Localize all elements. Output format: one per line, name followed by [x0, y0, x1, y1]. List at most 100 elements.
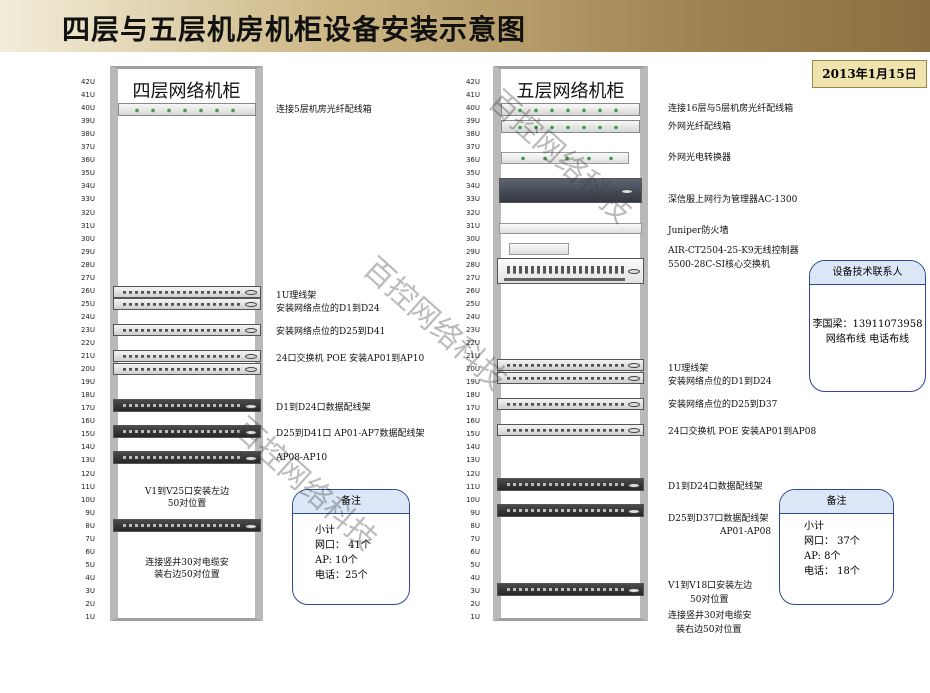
rack-4f-switch-d25-d41	[113, 324, 261, 336]
contact-name: 李国梁：13911073958	[812, 319, 923, 330]
rack-4f-patch-panel-1	[113, 399, 261, 412]
rack-4f-voice-note: V1到V25口安装左边 50对位置	[144, 487, 230, 509]
u-label: 34U	[465, 182, 480, 191]
rack-5f-note-voice1: V1到V18口安装左边	[668, 581, 753, 591]
u-label: 11U	[80, 482, 95, 491]
u-label: 42U	[465, 78, 480, 86]
u-label: 9U	[85, 508, 95, 517]
page-title: 四层与五层机房机柜设备安装示意图	[62, 13, 527, 46]
u-label: 6U	[470, 547, 480, 556]
u-label: 40U	[465, 104, 480, 113]
u-label: 14U	[465, 443, 480, 452]
u-label: 38U	[465, 130, 480, 139]
rack-5f-note-d25-d37: 安装网络点位的D25到D37	[668, 400, 778, 410]
rack-5f-ext-fiber-box	[501, 120, 640, 133]
contact-box: 设备技术联系人 李国梁：13911073958 网络布线 电话布线	[809, 260, 926, 392]
rack-5f-switch-d1-d24	[497, 372, 644, 384]
u-label: 22U	[465, 339, 480, 347]
u-label: 34U	[80, 182, 95, 191]
rack-5f-remark-line: 网口： 37个	[804, 536, 860, 547]
u-label: 23U	[80, 325, 95, 334]
rack-5f-behavior-manager	[499, 178, 642, 203]
u-label: 14U	[80, 443, 95, 452]
rack-4f-note-d1-d24: 安装网络点位的D1到D24	[276, 304, 380, 314]
u-label: 1U	[85, 613, 95, 622]
u-label: 27U	[80, 273, 95, 282]
rack-5f-title: 五层网络机柜	[516, 81, 625, 102]
u-label: 24U	[80, 312, 95, 321]
rack-5f-note-riser1: 连接竖井30对电缆安	[668, 611, 752, 621]
rack-4f-switch-d1-d24	[113, 298, 261, 310]
rack-4f-remark-box: 备注 小计 网口： 41个 AP: 10个 电话：25个	[292, 489, 410, 605]
u-label: 36U	[465, 156, 480, 165]
rack-5f-note-wireless-controller: AIR-CT2504-25-K9无线控制器	[668, 246, 799, 256]
title-banner: 四层与五层机房机柜设备安装示意图	[0, 0, 930, 52]
u-label: 17U	[465, 404, 480, 413]
rack-5f-remark-title: 备注	[780, 490, 893, 514]
u-label: 25U	[465, 299, 480, 308]
u-label: 4U	[85, 573, 95, 582]
u-label: 30U	[465, 234, 480, 243]
rack-5f-note-voice2: 50对位置	[690, 595, 729, 605]
u-label: 11U	[465, 482, 480, 491]
u-label: 9U	[470, 508, 480, 517]
rack-4f	[110, 66, 263, 621]
rack-5f-note-core-switch: 5500-28C-SI核心交换机	[668, 260, 771, 270]
u-label: 39U	[80, 117, 95, 126]
u-label: 16U	[465, 417, 480, 426]
u-label: 1U	[470, 613, 480, 622]
rack-4f-patch-panel-2	[113, 425, 261, 438]
rack-5f-remark-line: AP: 8个	[804, 551, 841, 562]
contact-title: 设备技术联系人	[810, 261, 925, 285]
u-label: 35U	[465, 169, 480, 178]
u-label: 38U	[80, 130, 95, 139]
u-label: 19U	[465, 378, 480, 387]
u-label: 18U	[465, 391, 480, 400]
rack-5f-remark-box: 备注 小计 网口： 37个 AP: 8个 电话： 18个	[779, 489, 894, 605]
u-label: 30U	[80, 234, 95, 243]
u-label: 15U	[80, 430, 95, 439]
u-label: 8U	[85, 521, 95, 530]
u-label: 26U	[80, 286, 95, 295]
u-label: 18U	[80, 391, 95, 400]
rack-5f-fiber-box-16f	[501, 103, 640, 116]
u-label: 5U	[470, 560, 480, 569]
u-label: 28U	[80, 260, 95, 269]
u-label: 3U	[85, 586, 95, 595]
u-label: 41U	[465, 91, 480, 100]
rack-4f-remark-line: AP: 10个	[315, 555, 358, 566]
rack-4f-note-poe: 24口交换机 POE 安装AP01到AP10	[276, 354, 425, 364]
u-label: 12U	[80, 469, 95, 478]
u-label: 32U	[80, 208, 95, 217]
rack-5f-note-d1-d24: 安装网络点位的D1到D24	[668, 377, 772, 387]
u-label: 37U	[465, 143, 480, 152]
rack-4f-title: 四层网络机柜	[132, 81, 241, 102]
rack-4f-voice-panel	[113, 519, 261, 532]
rack-5f-patch-panel-2	[497, 504, 644, 517]
u-label: 22U	[80, 339, 95, 347]
u-label: 21U	[80, 352, 95, 361]
rack-4f-patch-panel-3	[113, 451, 261, 464]
u-label: 20U	[465, 365, 480, 374]
rack-4f-fiber-box	[118, 103, 256, 116]
u-label: 27U	[465, 273, 480, 282]
u-label: 6U	[85, 547, 95, 556]
u-label: 15U	[465, 430, 480, 439]
u-label: 8U	[470, 521, 480, 530]
u-label: 23U	[465, 325, 480, 334]
rack-5f-note-poe: 24口交换机 POE 安装AP01到AP08	[668, 427, 817, 437]
u-label: 35U	[80, 169, 95, 178]
u-label: 10U	[80, 495, 95, 504]
rack-5f-note-patch2: D25到D37口数据配线架	[668, 514, 769, 524]
rack-5f-remark-line: 小计	[804, 521, 824, 532]
u-label: 37U	[80, 143, 95, 152]
u-label: 39U	[465, 117, 480, 126]
rack-5f-note-patch3: AP01-AP08	[720, 527, 772, 537]
rack-4f-riser-note: 连接竖井30对电缆安 装右边50对位置	[145, 558, 229, 580]
rack-5f-switch-d25-d37	[497, 398, 644, 410]
rack-5f-wireless-controller	[509, 243, 569, 255]
u-label: 19U	[80, 378, 95, 387]
rack-4f-remark-line: 小计	[315, 525, 335, 536]
u-label: 21U	[465, 352, 480, 361]
u-label: 4U	[470, 573, 480, 582]
